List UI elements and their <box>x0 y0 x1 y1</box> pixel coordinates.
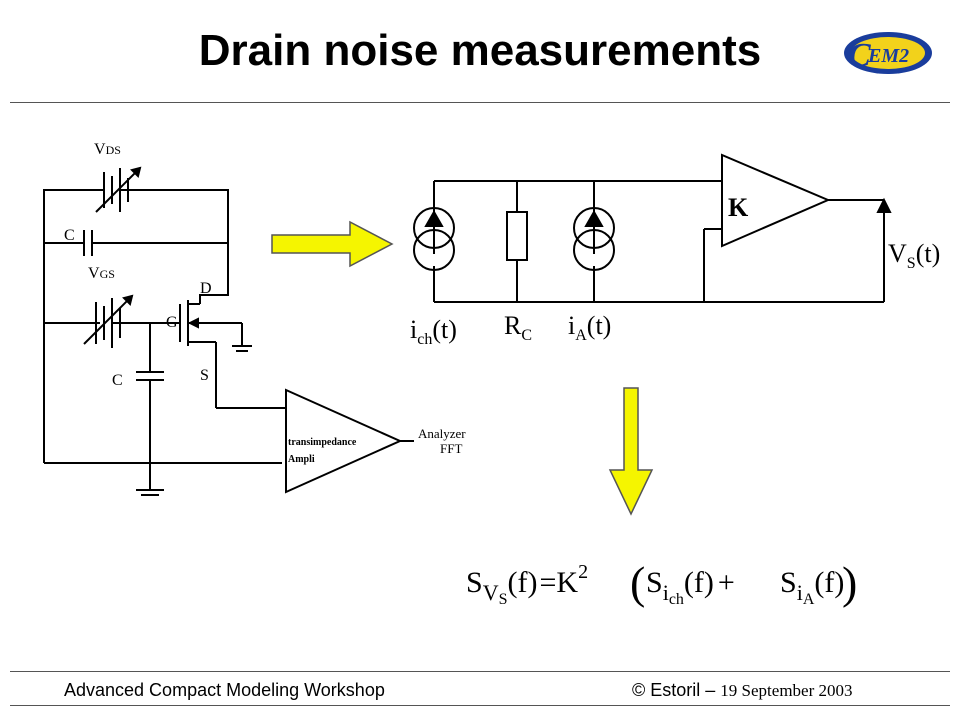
logo-text: EM2 <box>867 45 909 67</box>
formula-close-paren: ) <box>842 557 857 608</box>
amp-label-line1: transimpedance <box>288 437 357 448</box>
footer-workshop: Advanced Compact Modeling Workshop <box>64 680 385 700</box>
formula-lhs: SVS(f)=K2 <box>466 561 588 608</box>
cap-top-label: C <box>64 227 75 244</box>
rc-label: RC <box>504 311 532 344</box>
page-title: Drain noise measurements <box>198 26 762 75</box>
title-divider <box>10 102 950 103</box>
footer-location: © Estoril – <box>632 680 721 700</box>
formula-term1: Sich(f)+ <box>646 566 735 608</box>
arrow-down <box>608 387 654 516</box>
ia-label: iA(t) <box>568 311 611 344</box>
drain-label: D <box>200 280 212 297</box>
cem2-logo: C EM2 <box>844 32 932 74</box>
source-label: S <box>200 367 209 384</box>
noise-formula: SVS(f)=K2 ( Sich(f)+ SiA(f) ) <box>466 557 857 608</box>
analyzer-label-line1: Analyzer <box>418 426 466 441</box>
gain-label: K <box>728 193 749 222</box>
arrow-right <box>271 220 394 268</box>
noise-equivalent-circuit <box>413 153 892 303</box>
footer-date: 19 September 2003 <box>720 681 853 700</box>
amp-label-line2: Ampli <box>288 454 315 465</box>
ich-label: ich(t) <box>410 315 457 348</box>
vs-label: VS(t) <box>888 239 940 272</box>
cap-bottom-label: C <box>112 372 123 389</box>
formula-open-paren: ( <box>630 557 645 608</box>
vgs-label: VGS <box>88 265 115 282</box>
formula-term2: SiA(f) <box>780 566 844 608</box>
vds-label: VDS <box>94 141 121 158</box>
equivalent-labels: K VS(t) ich(t) RC iA(t) <box>410 193 940 348</box>
circuit-labels: VDS C VGS D G C S transimpedance Ampli A… <box>64 141 466 465</box>
footer-divider-bottom <box>10 705 950 706</box>
footer-location-date: © Estoril – 19 September 2003 <box>632 680 853 701</box>
logo-letter: C <box>848 37 871 74</box>
footer-divider-top <box>10 671 950 672</box>
gate-label: G <box>166 314 178 331</box>
analyzer-label-line2: FFT <box>440 441 462 456</box>
measurement-circuit <box>43 166 414 496</box>
